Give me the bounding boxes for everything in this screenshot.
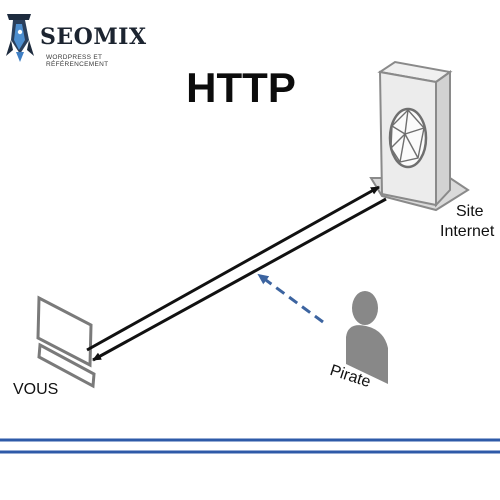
interception-arrow [257,273,324,324]
page-title: HTTP [186,64,296,111]
brand-tagline: WORDPRESS ET RÉFÉRENCEMENT [46,54,109,68]
rocket-icon [6,14,34,62]
user-label: VOUS [13,381,59,398]
brand-name: SEOMIX [40,24,147,50]
person-icon [346,291,388,384]
brand-logo: SEOMIX WORDPRESS ET RÉFÉRENCEMENT [4,10,147,68]
server-label-internet: Internet [440,223,495,240]
request-arrow [86,185,380,352]
server-label-site: Site [456,203,484,220]
computer-icon [36,295,96,389]
response-arrow [92,197,387,362]
server-icon [369,60,470,212]
